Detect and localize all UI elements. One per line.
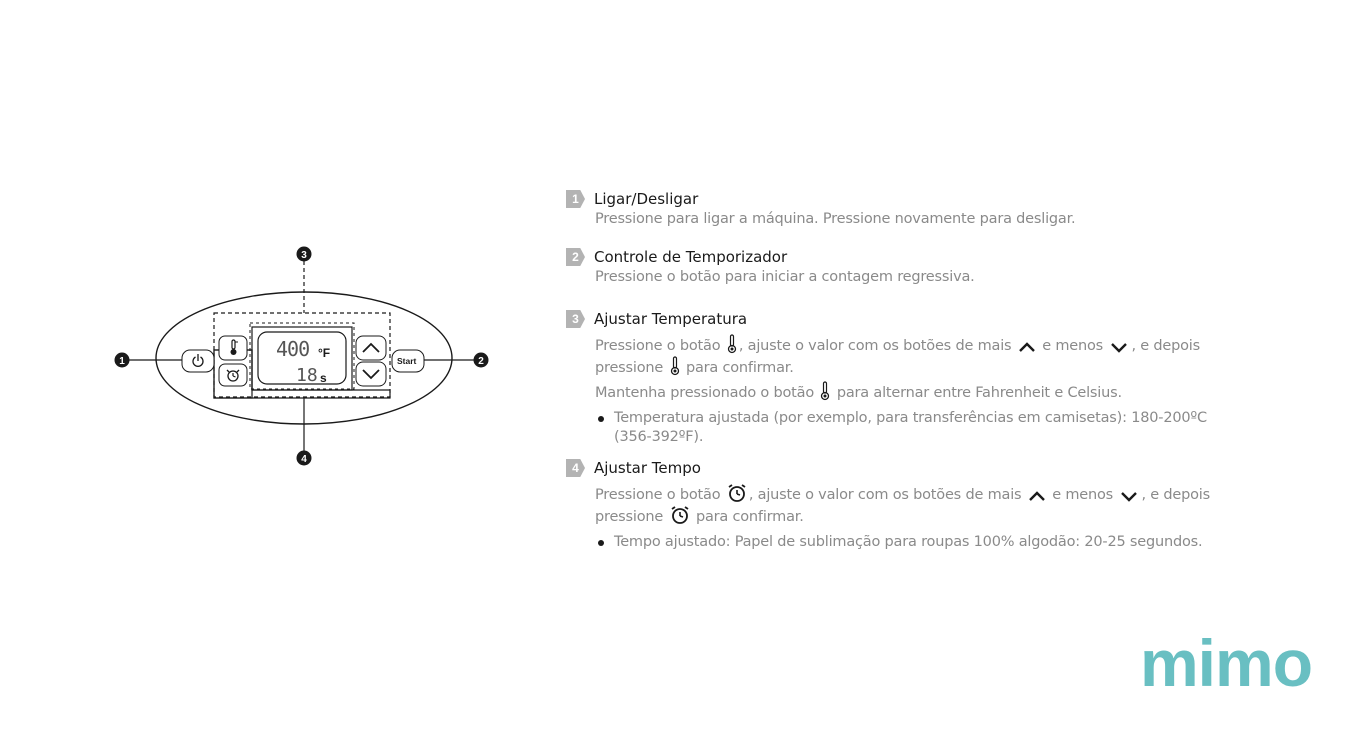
list-item: Temperatura ajustada (por exemplo, para … [595, 409, 1226, 447]
start-button[interactable]: Start [391, 349, 425, 373]
section-number-badge: 3 [566, 310, 585, 328]
temperature-button[interactable] [218, 335, 248, 361]
alarm-clock-icon [671, 506, 689, 524]
callout-label-2: 2 [478, 356, 484, 367]
section-heading: 2 Controle de Temporizador [566, 246, 1226, 268]
callout-label-4: 4 [301, 454, 307, 465]
display-time-unit: s [320, 371, 327, 385]
display-temperature-unit: °F [318, 346, 330, 360]
alarm-clock-icon [226, 369, 240, 382]
section-power: 1 Ligar/Desligar Pressione para ligar a … [566, 188, 1226, 229]
text-fragment: pressione [595, 509, 664, 525]
callout-label-3: 3 [301, 250, 307, 261]
thermometer-icon [670, 356, 679, 376]
thermometer-icon [727, 334, 736, 354]
callout-marker-2 [473, 352, 489, 368]
display-time-value: 18 [296, 365, 318, 386]
chevron-down-icon [1111, 343, 1128, 353]
start-button-label: Start [397, 356, 417, 366]
section-title: Ajustar Tempo [594, 459, 701, 477]
chevron-down-icon [1121, 492, 1138, 502]
text-fragment: para alternar entre Fahrenheit e Celsius… [836, 385, 1122, 401]
section-paragraph: Pressione o botão , ajuste o valor com o… [595, 483, 1226, 527]
power-icon [192, 354, 204, 367]
thermometer-icon [230, 339, 238, 355]
display-temperature-value: 400 [276, 337, 309, 361]
section-paragraph: Mantenha pressionado o botão para altern… [595, 381, 1226, 403]
section-heading: 1 Ligar/Desligar [566, 188, 1226, 210]
plus-button[interactable] [355, 335, 387, 361]
section-title: Controle de Temporizador [594, 248, 788, 266]
chevron-down-icon [362, 369, 380, 380]
time-button[interactable] [218, 363, 248, 387]
chevron-up-icon [1028, 491, 1045, 501]
section-timer-control: 2 Controle de Temporizador Pressione o b… [566, 246, 1226, 287]
callout-marker-3 [296, 246, 312, 262]
alarm-clock-icon [728, 484, 746, 502]
text-fragment: para confirmar. [695, 509, 804, 525]
section-adjust-time: 4 Ajustar Tempo Pressione o botão , ajus… [566, 457, 1226, 552]
section-number-badge: 4 [566, 459, 585, 477]
section-number-badge: 2 [566, 248, 585, 266]
text-fragment: e menos [1042, 338, 1104, 354]
bullet-icon [598, 416, 604, 422]
bullet-text: Tempo ajustado: Papel de sublimação para… [614, 534, 1203, 550]
section-heading: 3 Ajustar Temperatura [566, 308, 1226, 330]
text-fragment: e menos [1052, 487, 1114, 503]
display-frame [251, 326, 353, 391]
text-fragment: Pressione o botão [595, 338, 721, 354]
bullet-icon [598, 540, 604, 546]
callout-label-1: 1 [119, 356, 125, 367]
callout-marker-1 [114, 352, 130, 368]
chevron-up-icon [1018, 342, 1035, 352]
text-fragment: para confirmar. [685, 360, 794, 376]
section-paragraph: Pressione o botão , ajuste o valor com o… [595, 334, 1226, 378]
text-fragment: , e depois [1141, 487, 1210, 503]
text-fragment: Pressione o botão [595, 487, 721, 503]
section-heading: 4 Ajustar Tempo [566, 457, 1226, 479]
bullet-text: Temperatura ajustada (por exemplo, para … [614, 410, 1207, 445]
display-dashed-frame [249, 322, 355, 390]
lcd-display [257, 331, 347, 385]
section-title: Ligar/Desligar [594, 190, 699, 208]
power-button[interactable] [181, 349, 215, 373]
chevron-up-icon [362, 342, 380, 353]
text-fragment: Mantenha pressionado o botão [595, 385, 815, 401]
section-number-badge: 1 [566, 190, 585, 208]
text-fragment: pressione [595, 360, 664, 376]
section-title: Ajustar Temperatura [594, 310, 748, 328]
section-text: Pressione o botão para iniciar a contage… [595, 269, 975, 285]
text-fragment: , ajuste o valor com os botões de mais [738, 338, 1012, 354]
minus-button[interactable] [355, 361, 387, 387]
mimo-logo: mimo [1140, 626, 1313, 700]
list-item: Tempo ajustado: Papel de sublimação para… [595, 533, 1226, 552]
thermometer-icon [821, 381, 830, 401]
text-fragment: , ajuste o valor com os botões de mais [748, 487, 1022, 503]
section-adjust-temperature: 3 Ajustar Temperatura Pressione o botão … [566, 308, 1226, 447]
text-fragment: , e depois [1131, 338, 1200, 354]
section-text: Pressione para ligar a máquina. Pression… [595, 211, 1076, 227]
callout-marker-4 [296, 450, 312, 466]
